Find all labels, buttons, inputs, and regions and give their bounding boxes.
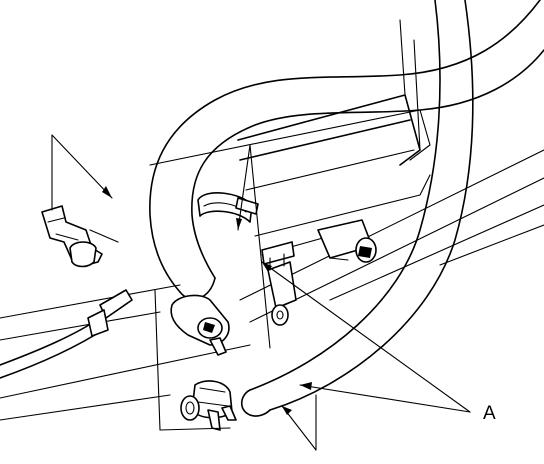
callout-a-label: A [483, 403, 496, 424]
small-tube [0, 289, 133, 379]
lower-hose [240, 0, 474, 417]
valve-body-left [170, 294, 230, 356]
hose-clip [41, 205, 119, 268]
upper-hose-clamp [197, 192, 259, 223]
upper-hose [149, 0, 544, 300]
sensor-middle [261, 241, 297, 326]
sensor-right [317, 219, 377, 263]
callout-leaders [51, 134, 471, 451]
panel-outline [237, 19, 431, 256]
lower-hose-fitting [180, 380, 237, 431]
